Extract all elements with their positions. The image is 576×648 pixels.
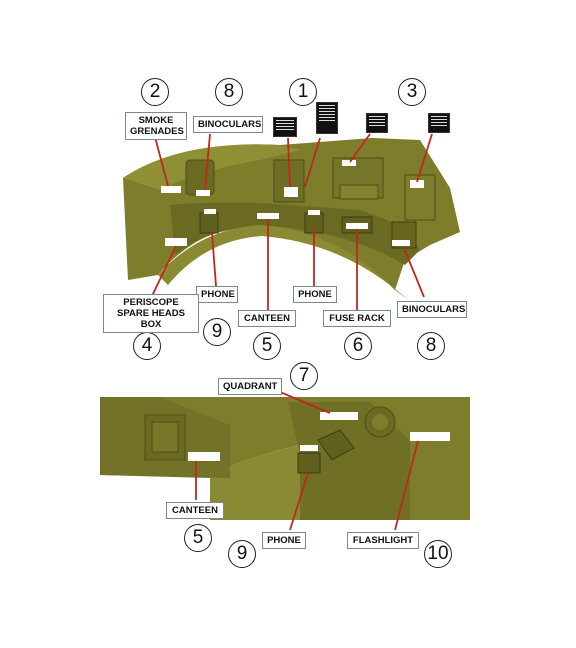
- label-phone-left: PHONE: [196, 286, 238, 303]
- decal-canteen: [257, 213, 279, 219]
- phone-bracket-bottom: [317, 429, 355, 461]
- callout-number-1: 1: [289, 78, 317, 106]
- decal-ammo: [342, 160, 356, 166]
- callout-number-9-bottom: 9: [228, 540, 256, 568]
- decal-flashlight: [410, 432, 450, 441]
- phone-box-left: [199, 212, 219, 234]
- decal-sheet-icon: [273, 117, 297, 137]
- decal-sheet-icon: [366, 113, 388, 133]
- callout-number-7: 7: [290, 362, 318, 390]
- decal-box-left: [284, 187, 298, 197]
- label-phone-mid: PHONE: [293, 286, 337, 303]
- callout-number-8-bottom: 8: [417, 332, 445, 360]
- callout-number-3: 3: [398, 78, 426, 106]
- leader-decal-4: [416, 133, 433, 183]
- decal-phone-bottom: [300, 445, 318, 451]
- label-binoculars-right: BINOCULARS: [397, 301, 467, 318]
- leader-decal-1: [287, 137, 291, 188]
- label-flashlight: FLASHLIGHT: [347, 532, 419, 549]
- leader-smoke: [154, 136, 169, 187]
- decal-phone-mid: [308, 210, 320, 215]
- top-turret-floor: [158, 225, 408, 300]
- leader-quadrant: [279, 391, 331, 414]
- decal-sheet-icon: [316, 102, 338, 134]
- decal-fuse: [346, 223, 368, 229]
- decal-binoc-right: [392, 240, 410, 246]
- callout-number-2: 2: [141, 78, 169, 106]
- bottom-turret-upper: [210, 445, 300, 520]
- leader-binoc-top: [204, 133, 211, 191]
- leader-phone-left: [211, 232, 217, 287]
- leader-phone-bottom: [289, 472, 309, 531]
- callout-number-4: 4: [133, 332, 161, 360]
- label-phone-bottom: PHONE: [262, 532, 306, 549]
- label-canteen-bottom: CANTEEN: [166, 502, 224, 519]
- label-quadrant: QUADRANT: [218, 378, 282, 395]
- decal-binoc-top: [196, 190, 210, 196]
- label-canteen-top: CANTEEN: [238, 310, 296, 327]
- callout-number-9-top: 9: [203, 318, 231, 346]
- decal-smoke: [161, 186, 181, 193]
- callout-number-5-top: 5: [253, 332, 281, 360]
- ammo-box-lid: [339, 184, 379, 200]
- decal-quadrant: [320, 412, 358, 420]
- leader-decal-2: [304, 137, 321, 188]
- smoke-grenade-rack: [185, 159, 215, 196]
- callout-number-5-bottom: 5: [184, 524, 212, 552]
- decal-sheet-icon: [428, 113, 450, 133]
- leader-binoc-right: [403, 247, 425, 298]
- callout-number-8-top: 8: [215, 78, 243, 106]
- quadrant-dial-inner: [372, 414, 388, 430]
- leader-decal-3: [349, 133, 371, 163]
- callout-number-6: 6: [344, 332, 372, 360]
- label-fuse-rack: FUSE RACK: [323, 310, 391, 327]
- callout-number-10: 10: [424, 540, 452, 568]
- label-periscope-box: PERISCOPE SPARE HEADS BOX: [103, 294, 199, 333]
- leader-flashlight: [394, 440, 419, 531]
- leader-periscope: [151, 245, 177, 297]
- label-smoke-grenades: SMOKE GRENADES: [125, 112, 187, 140]
- decal-phone-left: [204, 209, 216, 214]
- bottom-bracket-inner: [151, 421, 179, 453]
- decal-box-right: [410, 180, 424, 188]
- decal-periscope: [165, 238, 187, 246]
- phone-box-bottom: [297, 452, 321, 474]
- label-binoculars-top: BINOCULARS: [193, 116, 263, 133]
- decal-canteen-bottom: [188, 452, 220, 461]
